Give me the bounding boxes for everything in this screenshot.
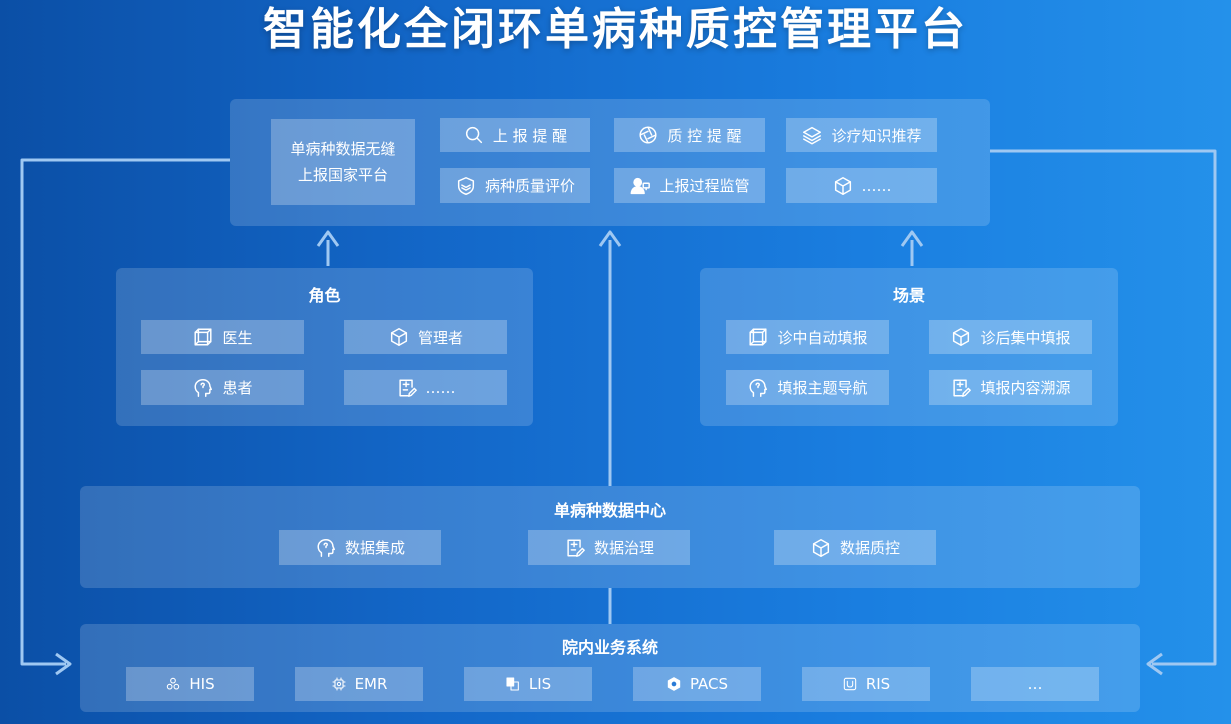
role-more: ……	[344, 370, 507, 405]
frame-cube-icon	[192, 326, 214, 348]
cube-icon	[950, 326, 972, 348]
chip-icon	[331, 676, 347, 692]
scenario-post-fill: 诊后集中填报	[929, 320, 1092, 354]
data-center-panel: 单病种数据中心	[80, 486, 1140, 588]
feature-more: ……	[786, 168, 937, 203]
national-report-box: 单病种数据无缝 上报国家平台	[271, 119, 415, 205]
data-center-title: 单病种数据中心	[553, 501, 666, 520]
cube-icon	[810, 537, 832, 559]
scenarios-panel: 场景	[700, 268, 1118, 426]
head-icon	[747, 377, 769, 399]
data-governance: 数据治理	[528, 530, 690, 565]
system-pacs: PACS	[633, 667, 761, 701]
aperture-icon	[637, 124, 659, 146]
nodes-icon	[165, 676, 181, 692]
hospital-systems-title: 院内业务系统	[561, 638, 658, 657]
data-quality-control: 数据质控	[774, 530, 936, 565]
document-edit-icon	[396, 377, 418, 399]
system-more: …	[971, 667, 1099, 701]
feature-knowledge-recommend: 诊疗知识推荐	[786, 118, 937, 152]
hexagon-icon	[666, 676, 682, 692]
scenario-auto-fill: 诊中自动填报	[726, 320, 889, 354]
document-edit-icon	[950, 377, 972, 399]
scenario-content-trace: 填报内容溯源	[929, 370, 1092, 405]
system-ris: RIS	[802, 667, 930, 701]
layers-icon	[801, 124, 823, 146]
shield-layers-icon	[455, 175, 477, 197]
cube-icon	[832, 175, 854, 197]
system-emr: EMR	[295, 667, 423, 701]
feature-quality-evaluation: 病种质量评价	[440, 168, 590, 203]
page-title: 智能化全闭环单病种质控管理平台	[263, 4, 968, 55]
frame-cube-icon	[747, 326, 769, 348]
cube-icon	[388, 326, 410, 348]
feature-process-supervision: 上报过程监管	[614, 168, 765, 203]
national-report-line-2: 上报国家平台	[297, 166, 388, 184]
head-icon	[192, 377, 214, 399]
role-doctor: 医生	[141, 320, 304, 354]
scenarios-title: 场景	[892, 286, 925, 305]
hospital-systems-panel: 院内业务系统	[80, 624, 1140, 712]
files-icon	[505, 676, 521, 692]
system-his: HIS	[126, 667, 254, 701]
role-manager: 管理者	[344, 320, 507, 354]
platform-panel	[230, 99, 990, 226]
head-icon	[315, 537, 337, 559]
system-lis: LIS	[464, 667, 592, 701]
monitor-icon	[842, 676, 858, 692]
national-report-line-1: 单病种数据无缝	[290, 140, 396, 158]
feature-report-reminder: 上 报 提 醒	[440, 118, 590, 152]
role-patient: 患者	[141, 370, 304, 405]
user-monitor-icon	[629, 175, 651, 197]
document-edit-icon	[564, 537, 586, 559]
roles-panel: 角色	[116, 268, 533, 426]
data-integration: 数据集成	[279, 530, 441, 565]
roles-title: 角色	[308, 286, 341, 305]
scenario-topic-navigation: 填报主题导航	[726, 370, 889, 405]
feature-qc-reminder: 质 控 提 醒	[614, 118, 765, 152]
search-icon	[463, 124, 485, 146]
